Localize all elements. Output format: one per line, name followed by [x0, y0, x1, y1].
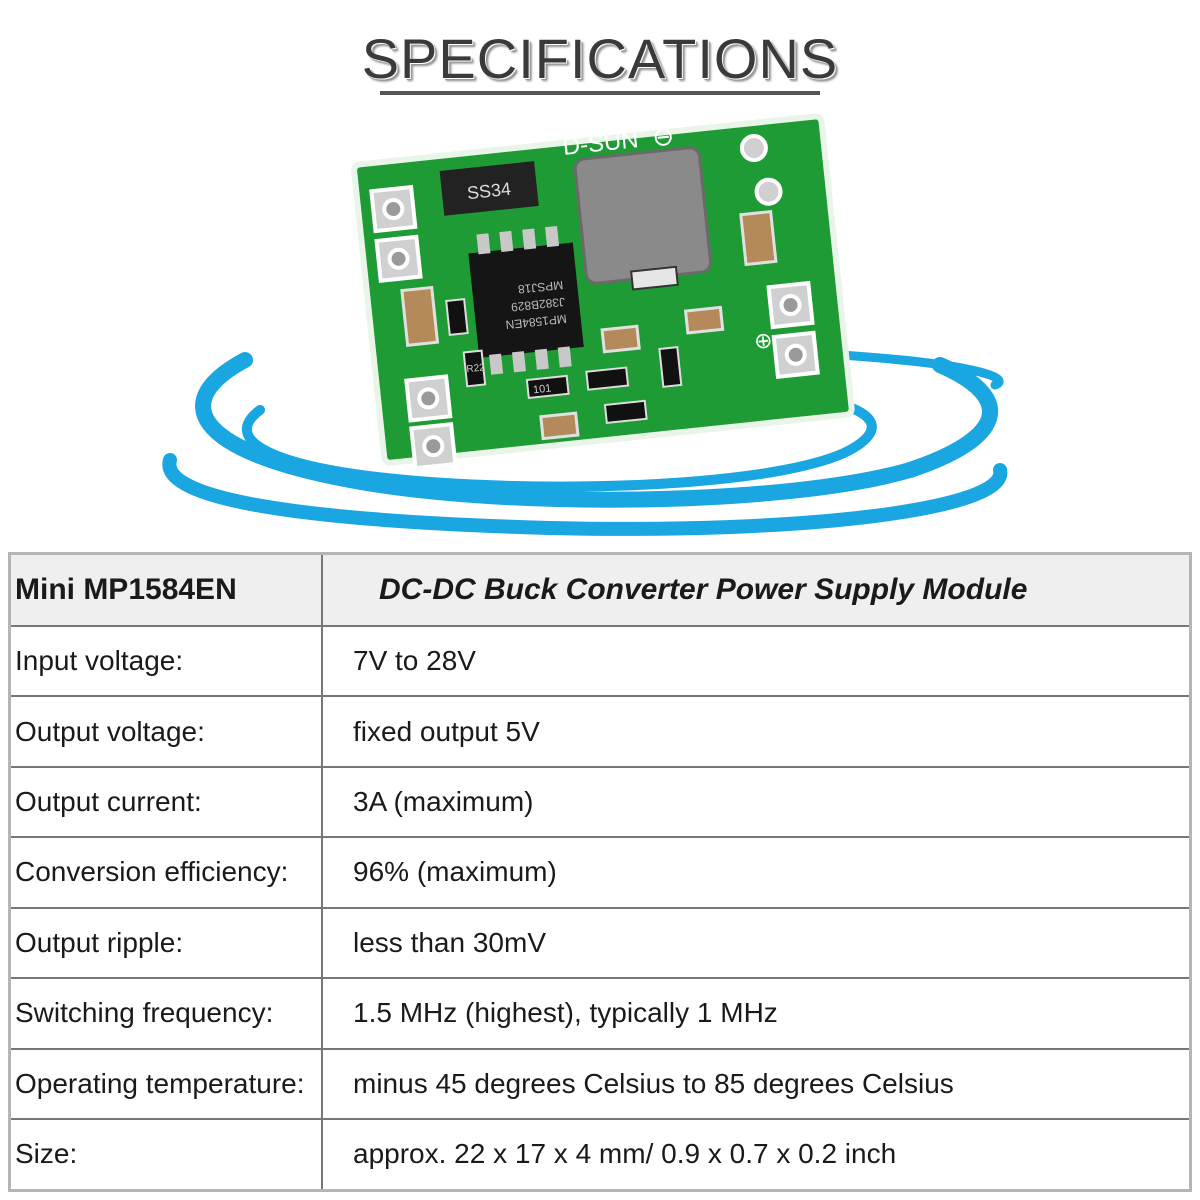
- row-value: 3A (maximum): [321, 765, 1192, 839]
- row-label: Input voltage:: [8, 624, 323, 698]
- title-underline: [380, 91, 820, 95]
- table-row: Output ripple: less than 30mV: [8, 906, 1192, 980]
- page-title: SPECIFICATIONS: [361, 27, 839, 90]
- row-label: Size:: [8, 1117, 323, 1192]
- row-label: Switching frequency:: [8, 977, 323, 1050]
- table-row: Operating temperature: minus 45 degrees …: [8, 1047, 1192, 1120]
- minus-symbol: ⊖: [651, 121, 676, 153]
- row-value: 1.5 MHz (highest), typically 1 MHz: [321, 977, 1192, 1050]
- row-label: Output ripple:: [8, 906, 323, 980]
- row-label: Output current:: [8, 765, 323, 839]
- row-value: 96% (maximum): [321, 836, 1192, 909]
- row-label: Output voltage:: [8, 695, 323, 768]
- chip-marking-2: J382B829: [510, 295, 566, 315]
- header-value: DC-DC Buck Converter Power Supply Module: [321, 552, 1192, 627]
- row-value: fixed output 5V: [321, 695, 1192, 768]
- plus-symbol: ⊕: [753, 328, 774, 355]
- table-row: Conversion efficiency: 96% (maximum): [8, 836, 1192, 909]
- table-row: Size: approx. 22 x 17 x 4 mm/ 0.9 x 0.7 …: [8, 1117, 1192, 1192]
- resistor-marking: 101: [532, 383, 552, 397]
- row-label: Conversion efficiency:: [8, 836, 323, 909]
- table-row: Output voltage: fixed output 5V: [8, 695, 1192, 768]
- table-header-row: Mini MP1584EN DC-DC Buck Converter Power…: [8, 552, 1192, 627]
- chip-marking-3: MPSJ18: [517, 278, 564, 297]
- header-label: Mini MP1584EN: [8, 552, 323, 627]
- resistor-marking-2: R22: [466, 362, 486, 375]
- row-value: minus 45 degrees Celsius to 85 degrees C…: [321, 1047, 1192, 1120]
- row-value: approx. 22 x 17 x 4 mm/ 0.9 x 0.7 x 0.2 …: [321, 1117, 1192, 1192]
- product-photo: SS34 MP1584EN J382B829 MPSJ18: [162, 113, 1008, 536]
- blue-ring-decoration: [162, 350, 1008, 536]
- pcb-board: SS34 MP1584EN J382B829 MPSJ18: [351, 113, 855, 471]
- chip-marking-1: MP1584EN: [505, 312, 568, 332]
- row-value: less than 30mV: [321, 906, 1192, 980]
- table-row: Output current: 3A (maximum): [8, 765, 1192, 839]
- row-value: 7V to 28V: [321, 624, 1192, 698]
- row-label: Operating temperature:: [8, 1047, 323, 1120]
- diode-marking: SS34: [466, 179, 512, 203]
- table-row: Switching frequency: 1.5 MHz (highest), …: [8, 977, 1192, 1050]
- table-row: Input voltage: 7V to 28V: [8, 624, 1192, 698]
- spec-table: Mini MP1584EN DC-DC Buck Converter Power…: [8, 552, 1192, 1192]
